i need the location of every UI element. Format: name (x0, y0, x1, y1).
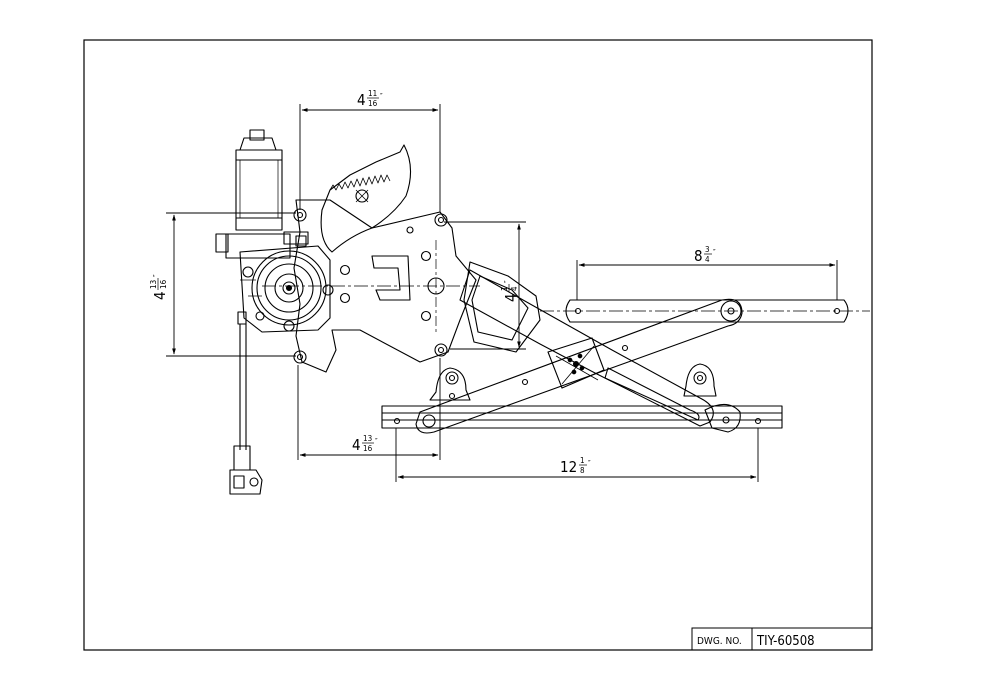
dim-left-height-num: 13 (149, 280, 158, 289)
dim-bottom-width: 4 13 16 ″ (352, 434, 378, 454)
dim-bottom-width-whole: 4 (352, 436, 361, 454)
motor-body (215, 129, 309, 259)
right-mount-bracket (683, 363, 717, 397)
dim-arm-length: 8 3 4 ″ (694, 245, 716, 265)
wire-harness (229, 311, 263, 495)
dim-stroke-height-whole: 4 (502, 293, 520, 302)
dim-bottom-width-unit: ″ (375, 437, 378, 446)
gearbox-housing (239, 245, 334, 333)
dim-top-width: 4 11 16 ″ (357, 89, 383, 109)
upper-slide-bar (540, 299, 870, 323)
dim-left-height: 4 13 16 ″ (149, 274, 169, 300)
dim-stroke-height: 4 1 4 ″ (500, 280, 520, 302)
dim-left-height-den: 16 (159, 279, 168, 289)
title-block: DWG. NO. TIY-60508 (691, 627, 873, 651)
sector-gear (320, 144, 412, 253)
dim-stroke-height-num: 1 (500, 286, 509, 291)
dim-rail-length: 12 1 8 ″ (560, 456, 591, 476)
center-pivot-plate (547, 337, 605, 389)
dim-stroke-height-unit: ″ (503, 280, 512, 283)
dim-left-height-whole: 4 (151, 291, 169, 300)
dim-arm-length-whole: 8 (694, 247, 703, 265)
drawing-number-label: DWG. NO. (697, 636, 742, 647)
dim-rail-length-num: 1 (580, 456, 585, 465)
dim-rail-length-whole: 12 (560, 458, 577, 476)
dim-arm-length-unit: ″ (713, 248, 716, 257)
left-mount-bracket (429, 367, 471, 401)
dim-bottom-width-num: 13 (363, 434, 372, 443)
dim-top-width-den: 16 (368, 99, 378, 108)
dim-arm-length-den: 4 (705, 255, 710, 264)
dim-arm-length-num: 3 (705, 245, 710, 254)
vertical-guide-channel (463, 261, 541, 353)
dim-top-width-num: 11 (368, 89, 377, 98)
equalizer-arm (459, 269, 741, 433)
dim-stroke-height-den: 4 (510, 286, 519, 291)
dim-rail-length-unit: ″ (588, 459, 591, 468)
drawing-number: TIY-60508 (756, 634, 815, 649)
dim-top-width-unit: ″ (380, 92, 383, 101)
lower-rail (381, 405, 783, 429)
dim-bottom-width-den: 16 (363, 444, 373, 453)
dimension-lines (166, 104, 838, 482)
dim-top-width-whole: 4 (357, 91, 366, 109)
main-lift-arm (415, 298, 743, 434)
window-regulator-drawing (215, 129, 870, 495)
sheet-border (83, 39, 873, 651)
dim-rail-length-den: 8 (580, 466, 585, 475)
dim-left-height-unit: ″ (152, 274, 161, 277)
